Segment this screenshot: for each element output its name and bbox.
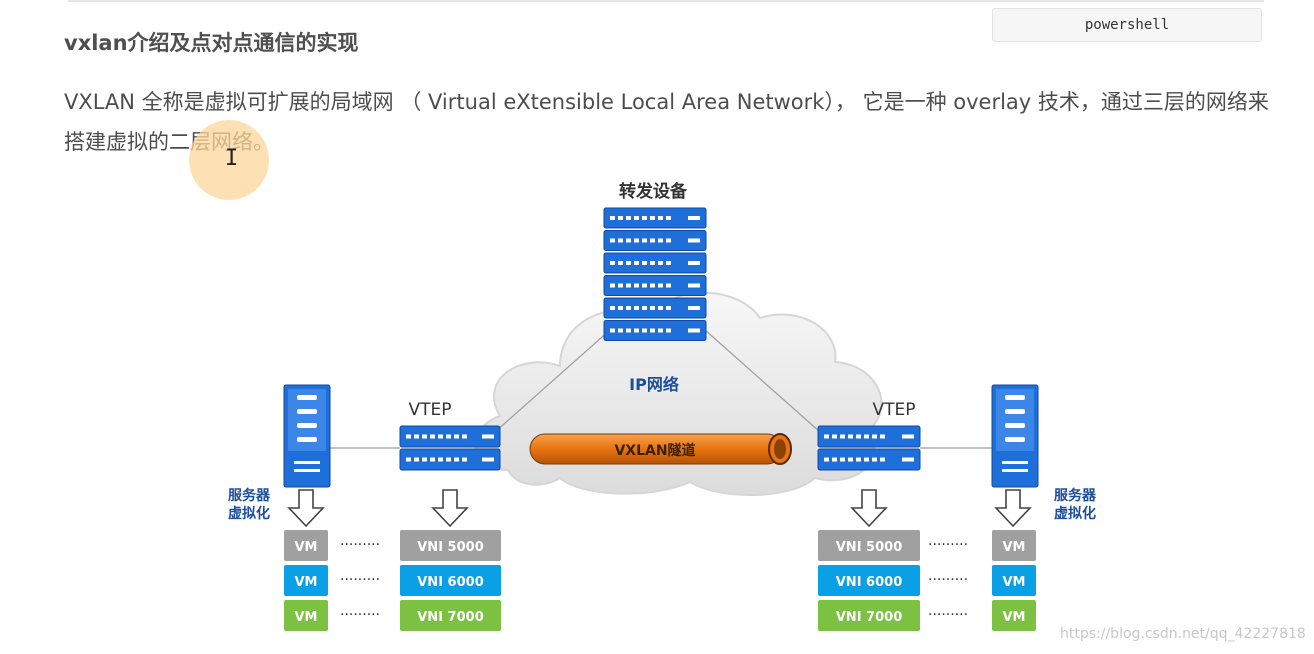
dots-connector: ········· <box>928 537 968 553</box>
vtep-left-switch-icon <box>399 425 501 471</box>
vm-right-label: VM <box>1003 610 1026 625</box>
vm-left-label: VM <box>295 610 318 625</box>
down-arrows <box>287 489 1032 528</box>
vni-left-label: VNI 6000 <box>417 575 484 590</box>
link-vtep-left-device <box>494 329 611 433</box>
ip-network-cloud <box>474 291 883 496</box>
cursor-highlight <box>189 120 269 200</box>
vtep-left-label: VTEP <box>408 400 451 420</box>
vni-right <box>818 565 920 596</box>
text-cursor-icon: I <box>225 146 239 171</box>
vm-right <box>992 565 1036 596</box>
dots-connector: ········· <box>340 537 380 553</box>
vni-left <box>400 600 501 631</box>
server-right-icon <box>991 384 1039 488</box>
vm-left-label: VM <box>295 540 318 555</box>
watermark: https://blog.csdn.net/qq_42227818 <box>1060 626 1306 642</box>
vm-left-label: VM <box>295 575 318 590</box>
vm-left <box>284 565 328 596</box>
vm-right-label: VM <box>1003 540 1026 555</box>
vni-right <box>818 600 920 631</box>
vm-vni-rows: VM ········· VNI 5000 VNI 5000 ········· VM VM… <box>284 530 1036 631</box>
vni-right-label: VNI 5000 <box>836 540 903 555</box>
vxlan-tunnel <box>529 433 792 465</box>
vni-right <box>818 530 920 561</box>
link-vtep-right-device <box>704 329 821 433</box>
server-virtualization-left-label: 服务器虚拟化 <box>228 487 271 522</box>
vm-right <box>992 600 1036 631</box>
vni-left <box>400 530 501 561</box>
down-arrow-icon <box>431 489 469 528</box>
dots-connector: ········· <box>340 572 380 588</box>
vni-right-label: VNI 7000 <box>836 610 903 625</box>
vtep-right-label: VTEP <box>872 400 915 420</box>
article-heading: vxlan介绍及点对点通信的实现 <box>64 31 359 55</box>
down-arrow-icon <box>850 489 888 528</box>
dots-connector: ········· <box>928 572 968 588</box>
forwarding-device-icon <box>603 207 707 341</box>
ip-network-label: IP网络 <box>629 375 679 394</box>
forwarding-device-label: 转发设备 <box>619 181 688 202</box>
vtep-right-switch-icon <box>817 425 921 471</box>
vm-left <box>284 530 328 561</box>
top-divider <box>68 0 1264 2</box>
server-virtualization-right-label: 服务器虚拟化 <box>1054 487 1097 522</box>
vm-left <box>284 600 328 631</box>
down-arrow-icon <box>994 489 1032 528</box>
vni-left <box>400 565 501 596</box>
code-language-label[interactable]: powershell <box>992 8 1262 42</box>
server-left-icon <box>283 384 331 488</box>
vm-right-label: VM <box>1003 575 1026 590</box>
vni-left-label: VNI 7000 <box>417 610 484 625</box>
tunnel-label: VXLAN隧道 <box>614 442 695 459</box>
vni-left-label: VNI 5000 <box>417 540 484 555</box>
vni-right-label: VNI 6000 <box>836 575 903 590</box>
down-arrow-icon <box>287 489 325 528</box>
vm-right <box>992 530 1036 561</box>
dots-connector: ········· <box>928 607 968 623</box>
dots-connector: ········· <box>340 607 380 623</box>
